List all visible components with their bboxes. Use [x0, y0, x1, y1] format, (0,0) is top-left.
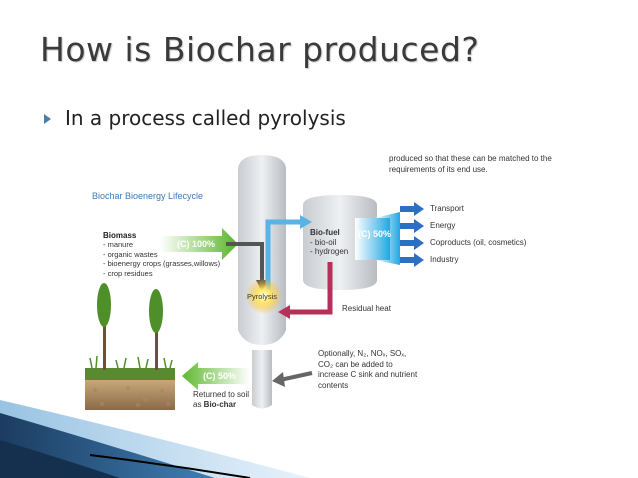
- biofuel-item: - bio-oil: [310, 237, 337, 247]
- input-percent: (C) 100%: [177, 239, 216, 249]
- output-energy: Energy: [430, 221, 456, 230]
- tree-right: [149, 289, 163, 370]
- return-percent: (C) 50%: [203, 371, 237, 381]
- output-transport: Transport: [430, 204, 464, 213]
- lifecycle-title: Biochar Bioenergy Lifecycle: [92, 191, 204, 201]
- bullet-text: In a process called pyrolysis: [65, 106, 346, 130]
- tree-left: [97, 283, 111, 370]
- soil-block: [85, 380, 175, 410]
- biofuel-item: - hydrogen: [310, 247, 349, 256]
- optional-note-line: increase C sink and nutrient: [318, 370, 418, 379]
- note-top: produced so that these can be matched to…: [389, 154, 552, 174]
- triangle-bullet-icon: [44, 113, 51, 124]
- input-arrow: [160, 228, 238, 260]
- bullet-item: In a process called pyrolysis: [44, 106, 346, 130]
- biofuel-percent: (C) 50%: [358, 229, 392, 239]
- biomass-item: - manure: [103, 240, 134, 249]
- output-coproducts: Coproducts (oil, cosmetics): [430, 238, 527, 247]
- biomass-item: - bioenergy crops (grasses,willows): [103, 259, 221, 268]
- biochar-lifecycle-diagram: [85, 155, 424, 410]
- biomass-item: - organic wastes: [103, 249, 158, 259]
- returned-label: Returned to soil as Bio-char: [193, 390, 249, 410]
- biomass-item: - crop residues: [103, 268, 153, 278]
- output-arrows: [400, 202, 424, 267]
- returned-biochar: Bio-char: [203, 400, 237, 409]
- returned-prefix: as: [193, 400, 204, 409]
- optional-note-line: contents: [318, 380, 349, 390]
- optional-note-line: CO₂ can be added to: [318, 359, 393, 369]
- optional-note-line: Optionally, N₂, NOₓ, SOₓ,: [318, 349, 407, 358]
- pyrolysis-label: Pyrolysis: [247, 292, 278, 301]
- return-arrow: [182, 362, 250, 390]
- residual-heat-label: Residual heat: [342, 304, 391, 313]
- biomass-list: - manure - organic wastes - bioenergy cr…: [103, 240, 220, 278]
- biofuel-label: Bio-fuel - bio-oil - hydrogen: [310, 228, 348, 257]
- biomass-title: Biomass: [103, 231, 137, 240]
- slide-title: How is Biochar produced?: [40, 30, 480, 69]
- residual-heat-arrow: [285, 262, 333, 315]
- returned-line: Returned to soil: [193, 390, 250, 399]
- grass: [89, 355, 173, 369]
- output-industry: Industry: [430, 255, 459, 264]
- pyrolysis-burst: [246, 278, 282, 314]
- biofuel-title: Bio-fuel: [310, 228, 340, 237]
- optional-note: Optionally, N₂, NOₓ, SOₓ, CO₂ can be add…: [318, 349, 417, 391]
- biochar-cylinder: [252, 350, 272, 409]
